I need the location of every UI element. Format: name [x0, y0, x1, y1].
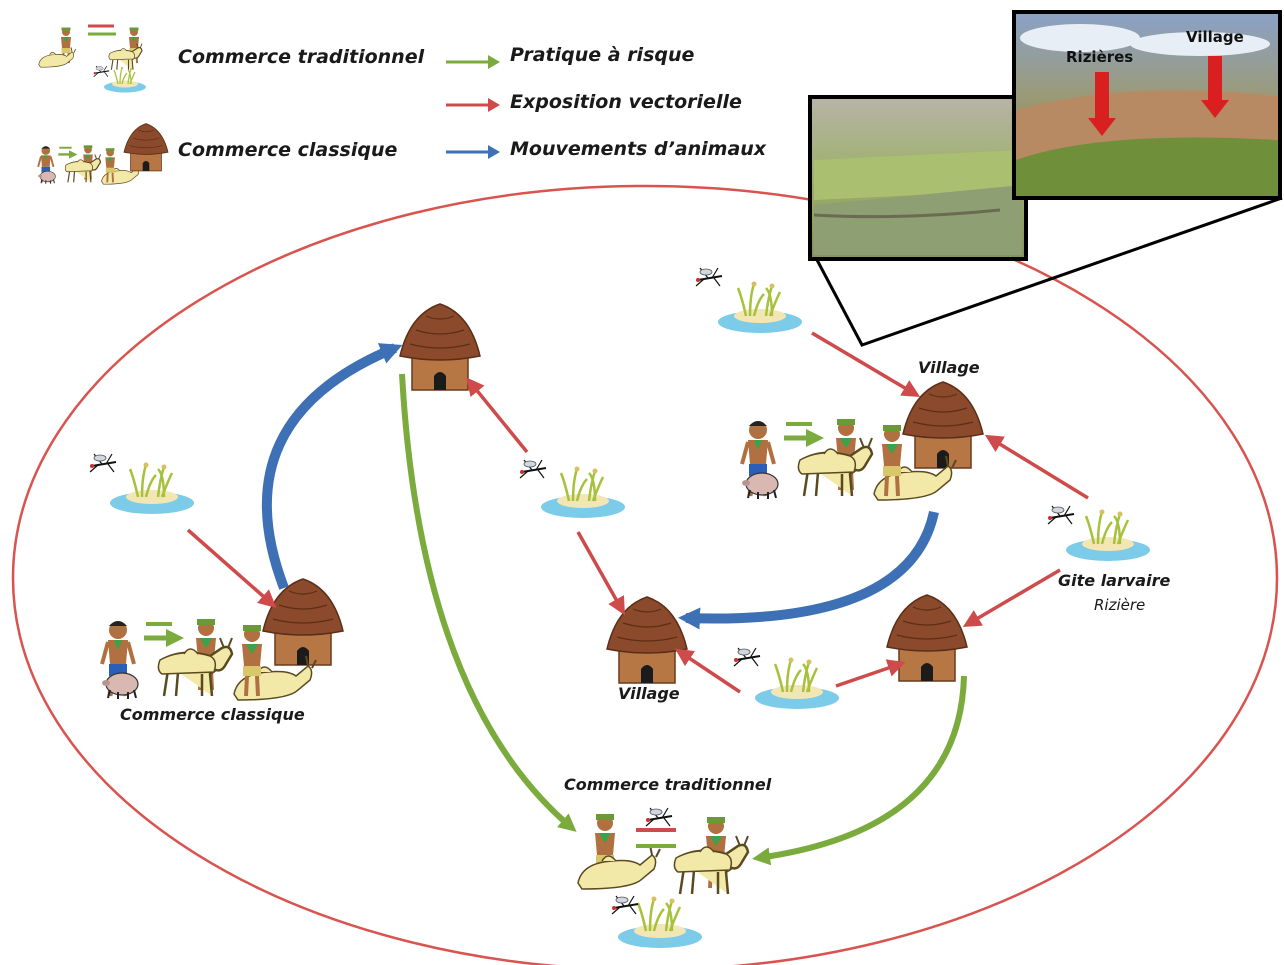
- commerce-traditionnel-bottom: [577, 807, 750, 896]
- photo-label-rizieres: Rizières: [1066, 48, 1134, 66]
- arrow-risk-practice: [752, 675, 967, 866]
- legend-commerce-classique-icon: [38, 123, 169, 185]
- photo-landscape: [1012, 10, 1282, 200]
- mosquito-icon: [695, 267, 723, 287]
- arrow-exposure: [576, 531, 625, 616]
- pond-top-right: [716, 280, 804, 335]
- legend-commerce-traditionnel-label: Commerce traditionnel: [178, 46, 425, 68]
- legend-commerce-classique-label: Commerce classique: [178, 139, 398, 161]
- region-ellipse: [11, 184, 1279, 965]
- label-village-right: Village: [918, 358, 980, 377]
- arrow-animal-movement: [261, 343, 403, 590]
- pond-gite: [1064, 508, 1152, 563]
- legend-commerce-traditionnel-icon: [38, 24, 147, 94]
- arrow-exposure: [466, 377, 529, 454]
- arrow-risk-practice: [399, 373, 577, 832]
- pond-left: [108, 461, 196, 516]
- pond-lower: [753, 656, 841, 711]
- arrow-exposure: [984, 434, 1089, 500]
- arrow-exposure: [186, 528, 277, 608]
- hut-right: [902, 381, 984, 469]
- hut-left: [262, 578, 344, 666]
- pond-center: [539, 465, 627, 520]
- arrow-animal-movement: [678, 510, 939, 630]
- hut-top: [399, 303, 481, 391]
- mosquito-icon: [89, 453, 117, 473]
- mosquito-icon: [1047, 505, 1075, 525]
- mosquito-icon: [519, 459, 547, 479]
- legend-mouvements-animaux-label: Mouvements d’animaux: [510, 138, 767, 160]
- legend-pratique-risque-label: Pratique à risque: [510, 44, 695, 66]
- hut-lower-right: [886, 594, 968, 682]
- arrow-exposure: [811, 331, 921, 398]
- arrow-exposure: [962, 568, 1061, 628]
- mosquito-icon: [733, 647, 761, 667]
- photo-label-village: Village: [1186, 28, 1244, 46]
- mosquito-icon: [611, 895, 639, 915]
- photo-rice-fields: [808, 95, 1028, 261]
- arrow-exposure: [675, 648, 741, 694]
- legend-exposition-vectorielle-label: Exposition vectorielle: [510, 91, 742, 113]
- label-riziere: Rizière: [1094, 596, 1146, 614]
- arrow-exposure: [835, 659, 906, 688]
- label-gite-larvaire: Gite larvaire: [1058, 571, 1171, 590]
- photo-zoom-line: [814, 196, 1283, 347]
- label-commerce-classique: Commerce classique: [120, 705, 305, 724]
- hut-center: [606, 596, 688, 684]
- label-village-center: Village: [618, 684, 680, 703]
- label-commerce-traditionnel: Commerce traditionnel: [564, 775, 772, 794]
